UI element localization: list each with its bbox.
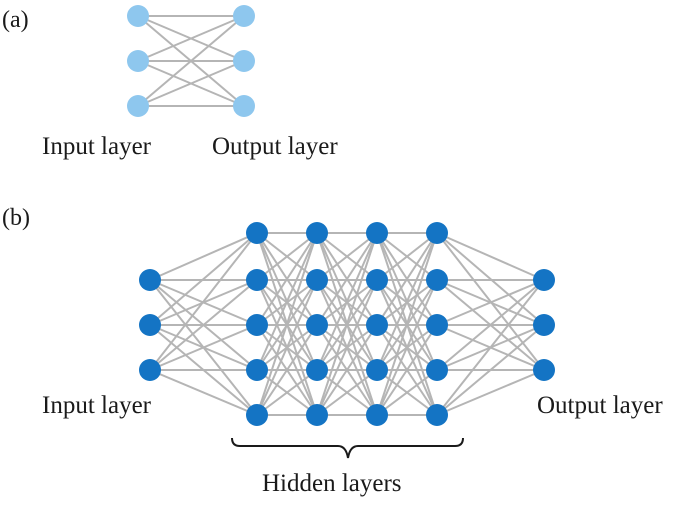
panel-b-connection <box>316 232 378 281</box>
panel-b-node-layer-2 <box>246 222 268 244</box>
panel-b-connection <box>316 324 378 416</box>
panel-a-connection <box>137 15 245 62</box>
panel-b-connection <box>149 369 258 416</box>
panel-a-node-layer-1 <box>127 95 149 117</box>
panel-b-connection <box>316 232 378 326</box>
panel-b-node-layer-2 <box>246 314 268 336</box>
panel-b-node-layer-1 <box>139 269 161 291</box>
panel-b-connection <box>256 279 318 416</box>
panel-b-connection <box>149 232 258 281</box>
panel-b-connection <box>376 232 438 281</box>
panel-a-node-layer-2 <box>233 5 255 27</box>
panel-b-connections <box>149 232 545 416</box>
panel-a-node-layer-1 <box>127 5 149 27</box>
panel-b-node-layer-2 <box>246 404 268 426</box>
panel-b-deep-network: (b) Input layer Output layer Hidden laye… <box>2 205 663 497</box>
panel-b-nodes <box>139 222 555 426</box>
panel-b-node-layer-1 <box>139 359 161 381</box>
panel-b-node-layer-6 <box>533 359 555 381</box>
panel-b-output-layer-label: Output layer <box>537 392 663 419</box>
panel-b-node-layer-3 <box>306 404 328 426</box>
panel-b-connection <box>256 232 318 416</box>
panel-b-connection <box>436 369 545 416</box>
panel-a-single-layer-network: (a) Input layer Output layer <box>2 5 338 160</box>
panel-b-connection <box>376 324 438 416</box>
panel-b-connection <box>376 232 438 416</box>
panel-a-nodes <box>127 5 255 117</box>
panel-a-input-layer-label: Input layer <box>42 133 152 160</box>
panel-a-connection <box>137 15 245 107</box>
panel-b-node-layer-5 <box>426 359 448 381</box>
panel-b-node-layer-6 <box>533 269 555 291</box>
panel-b-connection <box>436 279 545 371</box>
panel-b-connection <box>256 232 318 326</box>
panel-b-connection <box>149 232 258 326</box>
panel-b-connection <box>316 369 378 416</box>
panel-b-node-layer-5 <box>426 269 448 291</box>
panel-b-node-layer-1 <box>139 314 161 336</box>
panel-b-node-layer-3 <box>306 359 328 381</box>
panel-b-node-layer-4 <box>366 269 388 291</box>
panel-b-connection <box>376 232 438 326</box>
panel-b-connection <box>316 279 378 416</box>
panel-b-connection <box>436 232 545 281</box>
panel-b-node-layer-4 <box>366 404 388 426</box>
panel-b-node-layer-4 <box>366 314 388 336</box>
panel-a-connections <box>137 15 245 107</box>
panel-b-connection <box>316 232 378 371</box>
panel-b-node-layer-2 <box>246 269 268 291</box>
panel-b-connection <box>256 324 318 416</box>
panel-b-connection <box>149 279 258 371</box>
panel-a-node-layer-2 <box>233 95 255 117</box>
panel-a-connection <box>137 60 245 107</box>
panel-b-node-layer-5 <box>426 404 448 426</box>
panel-b-hidden-layers-label: Hidden layers <box>262 470 402 497</box>
panel-b-connection <box>436 279 545 416</box>
panel-a-output-layer-label: Output layer <box>212 133 338 160</box>
panel-b-node-layer-3 <box>306 269 328 291</box>
panel-b-connection <box>256 232 318 281</box>
panel-b-connection <box>316 232 378 416</box>
panel-b-connection <box>376 369 438 416</box>
panel-b-input-layer-label: Input layer <box>42 392 152 419</box>
panel-b-node-layer-4 <box>366 359 388 381</box>
panel-b-node-layer-2 <box>246 359 268 381</box>
panel-b-connection <box>256 369 318 416</box>
panel-b-node-layer-3 <box>306 314 328 336</box>
panel-b-node-layer-6 <box>533 314 555 336</box>
panel-b-connection <box>149 232 258 371</box>
hidden-layers-brace <box>231 437 464 459</box>
panel-b-node-layer-5 <box>426 314 448 336</box>
panel-b-connection <box>149 324 258 371</box>
panel-b-node-layer-3 <box>306 222 328 244</box>
panel-b-node-layer-4 <box>366 222 388 244</box>
panel-b-node-layer-5 <box>426 222 448 244</box>
panel-a-label: (a) <box>2 7 29 33</box>
panel-b-connection <box>436 279 545 326</box>
panel-b-label: (b) <box>2 205 30 231</box>
panel-b-connection <box>376 232 438 371</box>
panel-a-node-layer-2 <box>233 50 255 72</box>
panel-b-connection <box>256 232 318 371</box>
panel-b-connection <box>436 324 545 416</box>
panel-b-connection <box>376 279 438 416</box>
panel-a-node-layer-1 <box>127 50 149 72</box>
